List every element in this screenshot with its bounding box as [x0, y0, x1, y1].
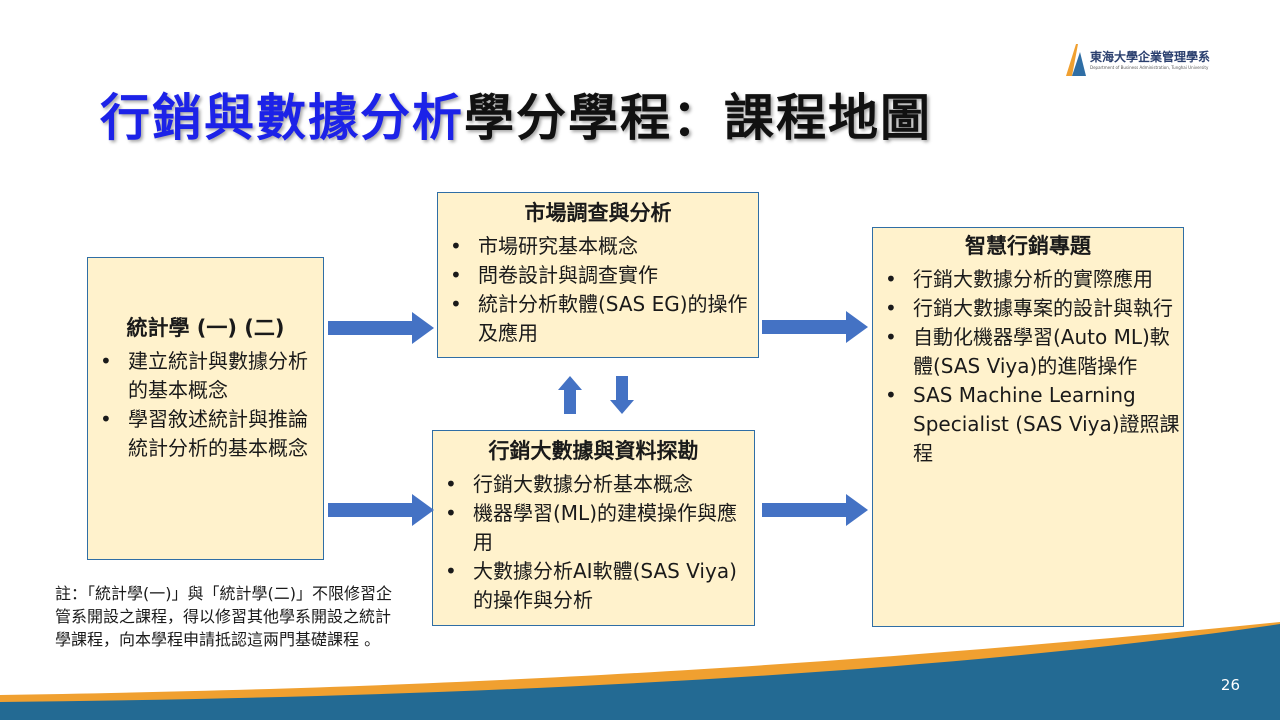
list-item: 行銷大數據分析基本概念 — [433, 470, 754, 499]
list-item: 行銷大數據專案的設計與執行 — [873, 294, 1183, 323]
list-item: 市場研究基本概念 — [438, 232, 758, 261]
list-item: 自動化機器學習(Auto ML)軟體(SAS Viya)的進階操作 — [873, 323, 1183, 381]
logo-subtitle: Department of Business Administration, T… — [1090, 65, 1209, 70]
box-title: 智慧行銷專題 — [965, 234, 1091, 258]
arrow-right-icon — [328, 494, 434, 526]
box-big-data: 行銷大數據與資料探勘 行銷大數據分析基本概念機器學習(ML)的建模操作與應用大數… — [432, 430, 755, 626]
arrow-down-icon — [610, 376, 634, 414]
logo-icon — [1066, 44, 1086, 76]
arrow-right-icon — [762, 311, 868, 343]
page-number: 26 — [1220, 676, 1240, 694]
list-item: 行銷大數據分析的實際應用 — [873, 265, 1183, 294]
box-market-research: 市場調查與分析 市場研究基本概念問卷設計與調查實作統計分析軟體(SAS EG)的… — [437, 192, 759, 358]
page-title: 行銷與數據分析學分學程：課程地圖 — [100, 78, 932, 150]
arrow-right-icon — [328, 312, 434, 344]
footnote: 註：「統計學(一)」與「統計學(二)」不限修習企管系開設之課程，得以修習其他學系… — [55, 584, 392, 649]
box-title: 統計學 (一) (二) — [126, 316, 285, 340]
list-item: 統計分析軟體(SAS EG)的操作及應用 — [438, 290, 758, 348]
logo-name: 東海大學企業管理學系 — [1090, 50, 1211, 64]
arrow-up-icon — [558, 376, 582, 414]
list-item: 機器學習(ML)的建模操作與應用 — [433, 499, 754, 557]
list-item: 大數據分析AI軟體(SAS Viya)的操作與分析 — [433, 557, 754, 615]
arrow-right-icon — [762, 494, 868, 526]
box-title: 市場調查與分析 — [524, 201, 672, 225]
list-item: 建立統計與數據分析的基本概念 — [88, 347, 323, 405]
title-rest: 學分學程：課程地圖 — [464, 89, 932, 147]
box-title: 行銷大數據與資料探勘 — [488, 439, 699, 463]
list-item: SAS Machine Learning Specialist (SAS Viy… — [873, 381, 1183, 468]
list-item: 學習敘述統計與推論統計分析的基本概念 — [88, 405, 323, 463]
title-highlight: 行銷與數據分析 — [100, 89, 464, 147]
box-smart-marketing: 智慧行銷專題 行銷大數據分析的實際應用行銷大數據專案的設計與執行自動化機器學習(… — [872, 227, 1184, 627]
list-item: 問卷設計與調查實作 — [438, 261, 758, 290]
box-statistics: 統計學 (一) (二) 建立統計與數據分析的基本概念學習敘述統計與推論統計分析的… — [87, 257, 324, 560]
